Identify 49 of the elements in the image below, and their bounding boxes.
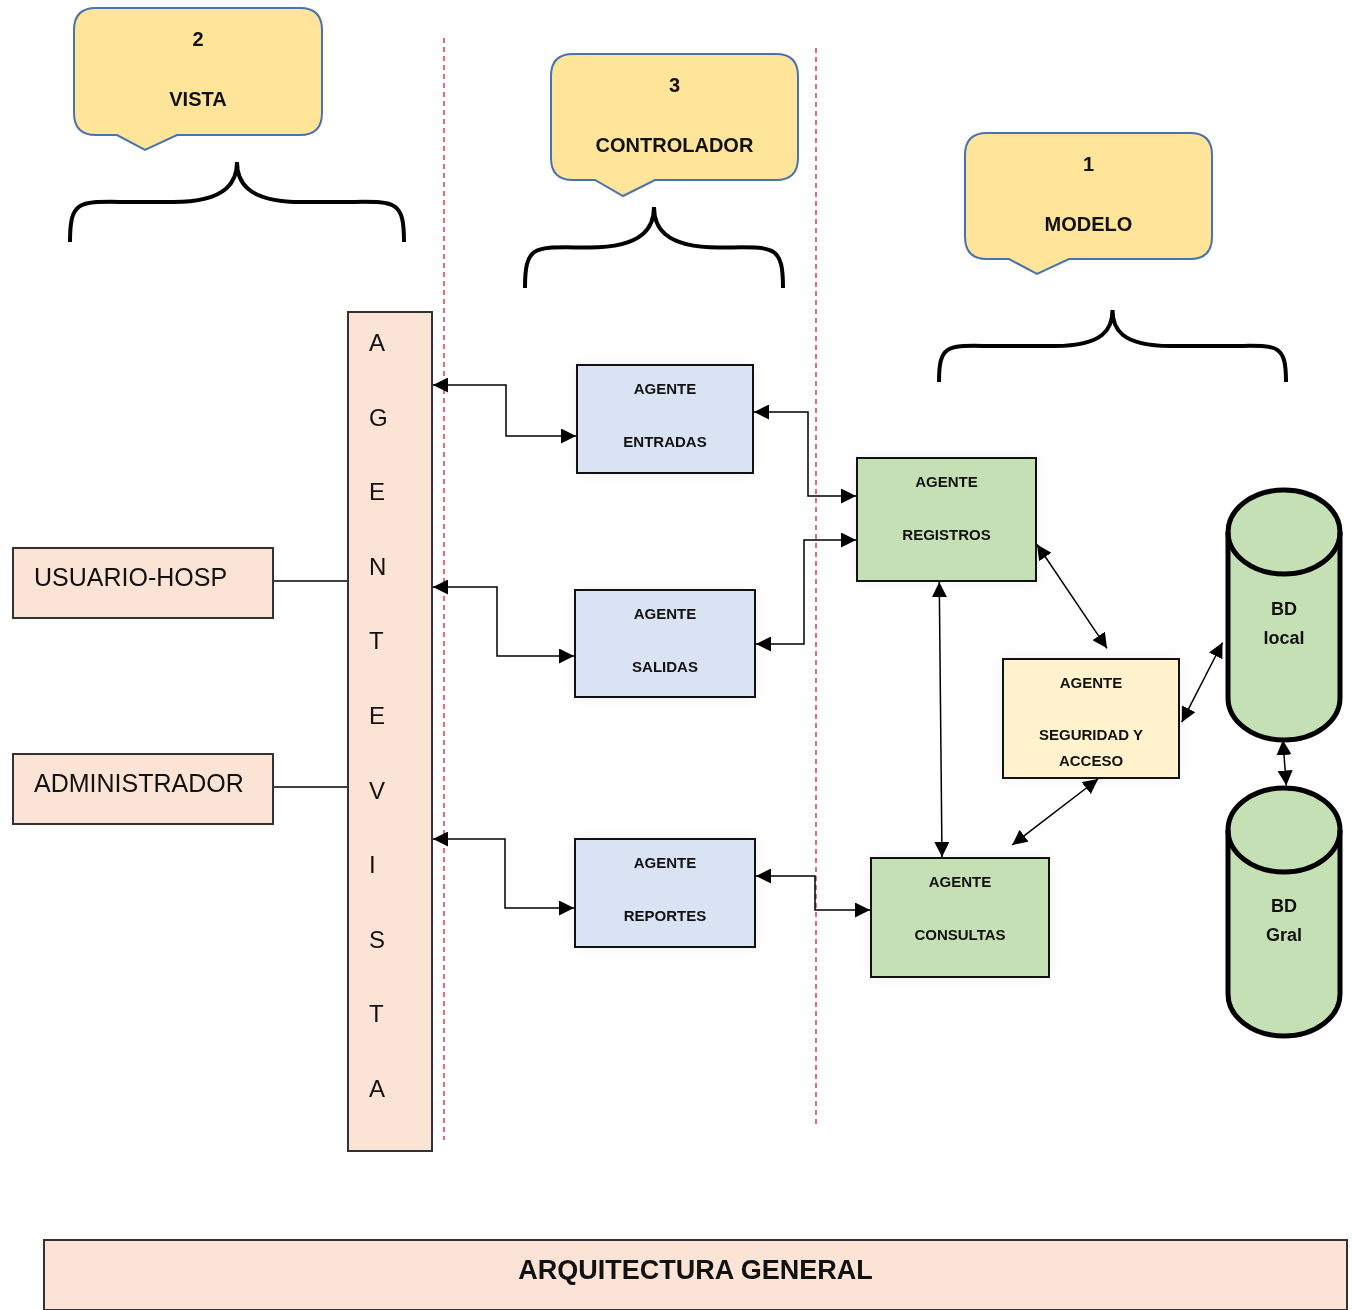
layer-label: MODELO xyxy=(1043,213,1134,236)
agent-label: CONSULTAS xyxy=(913,925,1007,945)
agent-box xyxy=(574,589,756,698)
arrow xyxy=(755,868,871,918)
layer-label: CONTROLADOR xyxy=(594,134,755,157)
agent-label: AGENTE xyxy=(632,853,698,873)
arrow xyxy=(432,377,577,444)
callout-number: 2 xyxy=(191,28,205,51)
agent-label: AGENTE xyxy=(632,604,698,624)
arrow xyxy=(931,581,950,858)
band-label: ARQUITECTURA GENERAL xyxy=(517,1255,874,1286)
arrow xyxy=(432,579,575,664)
arrow xyxy=(755,532,857,652)
actor-box xyxy=(12,547,274,619)
agent-label: AGENTE xyxy=(927,872,993,892)
callout-shape xyxy=(551,54,798,196)
database-label: BD local xyxy=(1262,598,1306,650)
agent-label: REPORTES xyxy=(622,906,708,926)
agent-label: AGENTE xyxy=(1058,673,1124,693)
actor-label: USUARIO-HOSP xyxy=(34,563,229,592)
database-label: BD Gral xyxy=(1265,895,1303,947)
connector-line xyxy=(273,580,348,582)
agent-box xyxy=(856,457,1037,582)
agent-bar xyxy=(347,311,433,1152)
arrow xyxy=(1036,543,1108,650)
connector-line xyxy=(273,786,348,788)
title-band xyxy=(43,1239,1348,1310)
layer-label: VISTA xyxy=(168,88,228,111)
agent-label: AGENTE xyxy=(632,379,698,399)
arrow xyxy=(1011,778,1099,846)
agent-label: ENTRADAS xyxy=(622,432,708,452)
vertical-label: AGENTE VISTA xyxy=(369,328,387,1104)
agent-box xyxy=(1002,658,1180,779)
arrow xyxy=(753,404,857,504)
actor-box xyxy=(12,753,274,825)
callout-number: 3 xyxy=(667,74,682,97)
agent-label: AGENTE xyxy=(914,472,979,492)
callout-number: 1 xyxy=(1081,153,1096,176)
callout-shape xyxy=(74,8,322,150)
agent-box xyxy=(574,838,756,948)
agent-label: SALIDAS xyxy=(631,657,699,677)
agent-label: SEGURIDAD Y ACCESO xyxy=(1038,725,1144,771)
arrow xyxy=(432,831,575,916)
agent-box xyxy=(870,857,1050,978)
callout-shape xyxy=(965,133,1212,274)
arrow xyxy=(1181,641,1224,723)
agent-label: REGISTROS xyxy=(901,525,992,545)
agent-box xyxy=(576,364,754,474)
actor-label: ADMINISTRADOR xyxy=(34,769,245,798)
